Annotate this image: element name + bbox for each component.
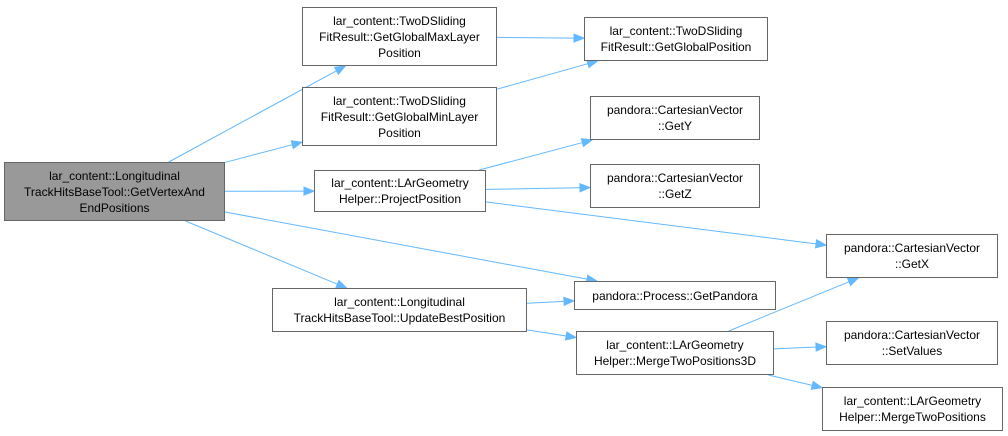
edge-root-to-getPandora (224, 211, 599, 284)
edge-line (526, 329, 567, 337)
node-root-getvertexandendpositions: lar_content::Longitudinal TrackHitsBaseT… (4, 162, 225, 221)
edge-root-to-projectPosition (224, 186, 316, 196)
edge-line (224, 144, 293, 163)
edge-arrowhead (846, 277, 860, 287)
node-getglobalmaxlayerposition[interactable]: lar_content::TwoDSliding FitResult::GetG… (302, 7, 497, 66)
edge-line (478, 142, 583, 171)
node-cartesianvector-setvalues[interactable]: pandora::CartesianVector ::SetValues (826, 321, 998, 365)
edge-arrowhead (573, 33, 586, 43)
edge-arrowhead (290, 140, 304, 150)
edge-updateBestPosition-to-mergeTwoPositions3D (526, 329, 578, 341)
edge-mergeTwoPositions3D-to-mergeTwoPositions (768, 374, 824, 390)
edge-arrowhead (814, 239, 828, 249)
edge-arrowhead (810, 380, 824, 390)
node-getglobalposition[interactable]: lar_content::TwoDSliding FitResult::GetG… (584, 17, 768, 61)
edge-mergeTwoPositions3D-to-getX (728, 277, 860, 332)
edge-arrowhead (563, 296, 576, 307)
edge-line (728, 281, 850, 332)
edge-arrowhead (303, 186, 316, 196)
edge-line (768, 374, 813, 386)
node-cartesianvector-gety[interactable]: pandora::CartesianVector ::GetY (590, 96, 760, 140)
edge-projectPosition-to-getZ (485, 182, 592, 193)
node-mergetwopositions3d[interactable]: lar_content::LArGeometry Helper::MergeTw… (576, 331, 774, 375)
edge-arrowhead (579, 182, 592, 193)
edge-line (526, 300, 565, 304)
node-process-getpandora[interactable]: pandora::Process::GetPandora (574, 281, 776, 310)
edge-root-to-getGlobalMinLayer (224, 140, 304, 163)
node-getglobalminlayerposition[interactable]: lar_content::TwoDSliding FitResult::GetG… (302, 87, 497, 146)
edge-line (485, 187, 581, 190)
edge-projectPosition-to-getY (478, 138, 594, 171)
edge-arrowhead (586, 59, 599, 69)
node-updatebestposition[interactable]: lar_content::Longitudinal TrackHitsBaseT… (272, 288, 527, 332)
edge-arrowhead (815, 342, 828, 352)
node-cartesianvector-getz[interactable]: pandora::CartesianVector ::GetZ (590, 164, 760, 208)
edge-getGlobalMinLayer-to-getGlobalPosition (496, 59, 599, 90)
edge-line (773, 346, 817, 350)
edge-projectPosition-to-getX (485, 201, 828, 249)
edge-arrowhead (580, 138, 594, 148)
edge-line (168, 70, 337, 163)
edge-updateBestPosition-to-getPandora (526, 296, 576, 307)
edge-arrowhead (333, 65, 347, 76)
node-cartesianvector-getx[interactable]: pandora::CartesianVector ::GetX (826, 234, 998, 278)
edge-line (485, 201, 817, 245)
edge-arrowhead (564, 331, 578, 341)
edge-line (496, 36, 575, 39)
node-mergetwopositions[interactable]: lar_content::LArGeometry Helper::MergeTw… (822, 387, 1003, 431)
edge-line (224, 211, 588, 280)
edge-root-to-updateBestPosition (185, 220, 348, 289)
node-projectposition[interactable]: lar_content::LArGeometry Helper::Project… (314, 170, 486, 212)
edge-arrowhead (335, 279, 348, 289)
edge-line (496, 63, 589, 90)
edge-getGlobalMaxLayer-to-getGlobalPosition (496, 33, 586, 43)
edge-line (185, 220, 338, 285)
edge-root-to-getGlobalMaxLayer (168, 65, 347, 163)
edge-mergeTwoPositions3D-to-setValues (773, 342, 828, 352)
